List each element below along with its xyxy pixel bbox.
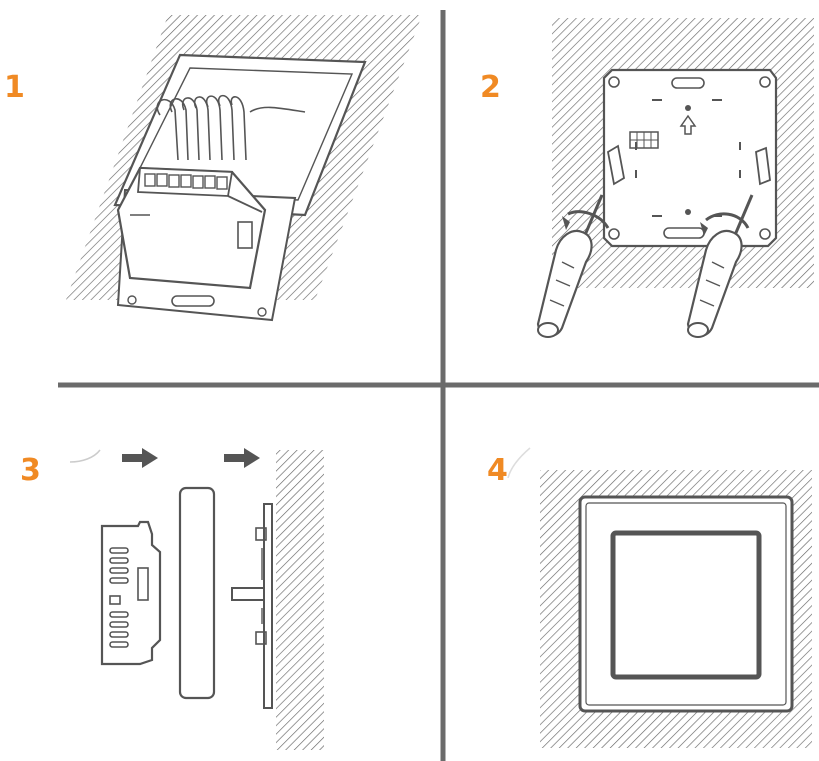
- inner-panel: [610, 530, 762, 680]
- step-4-illustration: [507, 447, 812, 748]
- wires: [156, 94, 306, 161]
- vent-slots: [109, 547, 129, 648]
- arrow-right-icon: [122, 448, 158, 468]
- wall-hatch-3: [276, 450, 324, 750]
- step-number-3: 3: [20, 453, 41, 488]
- arrow-right-icon-2: [224, 448, 260, 468]
- step-number-4: 4: [487, 453, 508, 488]
- screwdriver-right: [686, 194, 754, 338]
- step-number-1: 1: [4, 70, 25, 105]
- step-1-illustration: [66, 15, 422, 322]
- step-number-2: 2: [480, 70, 501, 105]
- step-2-illustration: [536, 18, 814, 338]
- screwdriver-left: [536, 194, 610, 338]
- quadrant-dividers: [58, 10, 819, 761]
- terminal-block: [144, 173, 228, 190]
- step-3-illustration: [69, 448, 324, 750]
